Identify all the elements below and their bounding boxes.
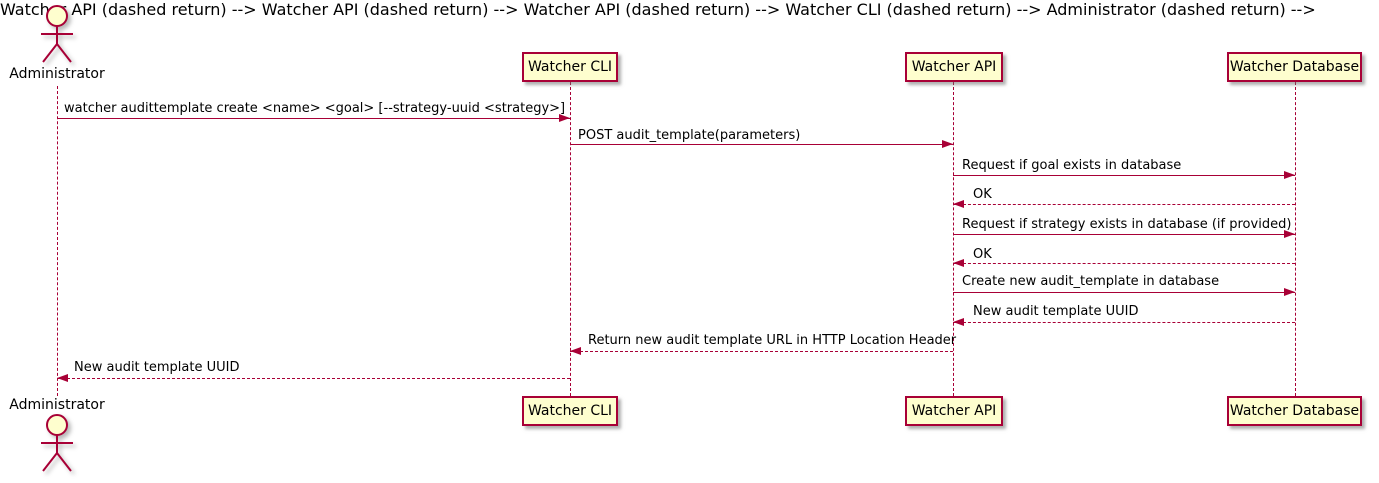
message-10-arrowhead <box>57 374 68 382</box>
participant-watcher-database-top: Watcher Database <box>1227 52 1362 82</box>
message-3-line <box>953 175 1295 176</box>
actor-icon <box>41 5 73 63</box>
message-4-arrowhead <box>953 200 964 208</box>
message-9-label: Return new audit template URL in HTTP Lo… <box>588 333 957 348</box>
message-10-line <box>57 378 570 379</box>
message-8-line <box>953 322 1295 323</box>
message-5-arrowhead <box>1284 230 1295 238</box>
actor-label-bottom: Administrator <box>9 397 105 413</box>
actor-icon <box>41 414 73 472</box>
participant-watcher-cli-bottom: Watcher CLI <box>522 396 618 426</box>
message-5-label: Request if strategy exists in database (… <box>962 217 1292 232</box>
message-4-label: OK <box>973 187 992 202</box>
message-8-label: New audit template UUID <box>973 304 1139 319</box>
lifeline-watcher-api <box>953 82 954 396</box>
participant-watcher-api-top: Watcher API <box>905 52 1003 82</box>
participant-watcher-database-bottom: Watcher Database <box>1227 396 1362 426</box>
participant-watcher-cli-top: Watcher CLI <box>522 52 618 82</box>
message-8-arrowhead <box>953 318 964 326</box>
message-1-line <box>57 118 570 119</box>
message-4-line <box>953 204 1295 205</box>
lifeline-administrator <box>57 86 58 396</box>
message-6-arrowhead <box>953 259 964 267</box>
message-10-label: New audit template UUID <box>74 360 240 375</box>
message-1-label: watcher audittemplate create <name> <goa… <box>64 101 566 116</box>
message-2-line <box>570 144 953 145</box>
message-7-arrowhead <box>1284 288 1295 296</box>
message-5-line <box>953 234 1295 235</box>
message-9-arrowhead <box>570 347 581 355</box>
message-9-line <box>570 351 953 352</box>
lifeline-watcher-database <box>1295 82 1296 396</box>
lifeline-watcher-cli <box>570 82 571 396</box>
message-2-arrowhead <box>942 140 953 148</box>
actor-label-top: Administrator <box>9 66 105 82</box>
message-3-arrowhead <box>1284 171 1295 179</box>
message-6-line <box>953 263 1295 264</box>
participant-watcher-api-bottom: Watcher API <box>905 396 1003 426</box>
message-6-label: OK <box>973 247 992 262</box>
message-1-arrowhead <box>559 114 570 122</box>
message-7-label: Create new audit_template in database <box>962 274 1220 289</box>
message-3-label: Request if goal exists in database <box>962 158 1182 173</box>
message-2-label: POST audit_template(parameters) <box>578 128 801 143</box>
message-7-line <box>953 292 1295 293</box>
